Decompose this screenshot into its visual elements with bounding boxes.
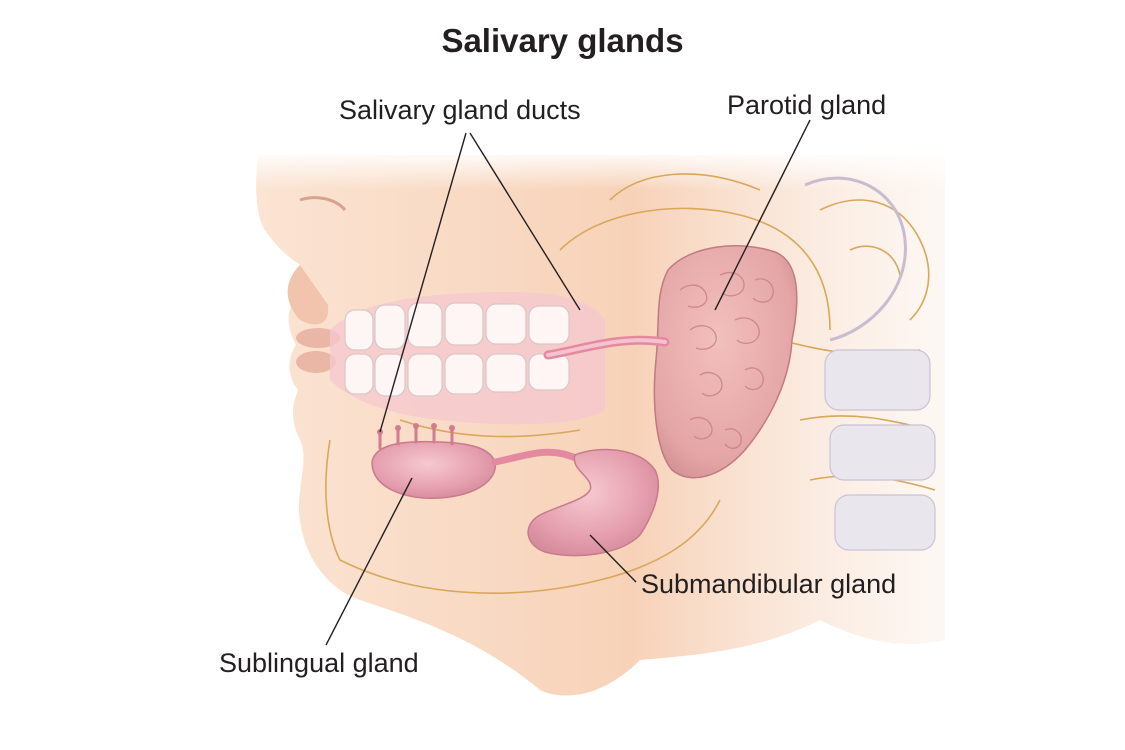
lower-lip [296,351,336,373]
sublingual-gland [371,440,497,499]
eye [299,196,347,212]
upper-lip [296,328,340,348]
nose [287,265,329,325]
vertebrae [824,349,936,551]
sublingual-duct-openings [377,423,455,435]
label-parotid-gland: Parotid gland [727,90,887,120]
parotid-lobules [679,271,774,449]
leader-lines [325,119,811,646]
label-sublingual-gland: Sublingual gland [219,648,419,678]
ducts-leader-sublingual [379,132,467,433]
label-salivary-gland-ducts: Salivary gland ducts [339,95,581,125]
label-submandibular-gland: Submandibular gland [641,569,897,599]
upper-teeth [344,302,570,351]
submandibular-gland [527,448,660,557]
sublingual-leader [325,477,413,646]
diagram-title: Salivary glands [441,22,684,59]
submandibular-duct [491,448,584,466]
submandibular-leader [589,534,637,583]
parotid-leader [714,119,811,311]
lower-teeth [344,353,570,397]
ear [804,176,907,342]
ducts-leader-parotid [469,132,581,311]
